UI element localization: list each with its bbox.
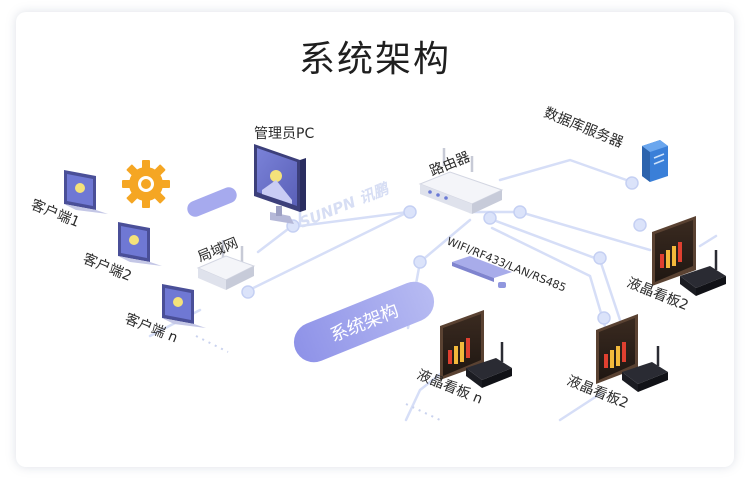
node [625, 176, 639, 190]
led-board-right-2 [596, 314, 668, 392]
line-router-server [498, 158, 634, 184]
node [403, 205, 417, 219]
node [597, 311, 611, 325]
watermark-text: SUNPN 讯鹏 [297, 179, 393, 232]
decorative-pill [187, 187, 237, 217]
laptop-client-2 [118, 222, 162, 266]
connection-nodes [241, 176, 647, 325]
node [513, 205, 527, 219]
line-router-lan [243, 210, 410, 294]
laptop-client-n [162, 284, 206, 328]
gear-icon [122, 160, 170, 208]
database-server-icon [642, 140, 668, 182]
lan-device [196, 240, 256, 290]
laptop-client-1 [64, 170, 108, 214]
line-router-board-right2b [490, 226, 608, 332]
page-title: 系统架构 [298, 39, 451, 80]
router-device [418, 148, 504, 214]
led-board-right [652, 216, 726, 296]
node [593, 251, 607, 265]
keyboard-terminal [452, 256, 512, 288]
node [241, 285, 255, 299]
label-database-server: 数据库服务器 [542, 105, 626, 151]
dotted-trails [195, 335, 441, 421]
line-lower-right [558, 392, 602, 422]
led-board-n [440, 310, 512, 388]
label-admin-pc: 管理员PC [254, 126, 314, 142]
node [483, 211, 497, 225]
line-pc-lan [256, 224, 294, 254]
node [413, 255, 427, 269]
node [633, 218, 647, 232]
architecture-badge: 系统架构 [293, 281, 435, 363]
admin-pc [254, 144, 306, 224]
line-right-edge [698, 234, 718, 248]
